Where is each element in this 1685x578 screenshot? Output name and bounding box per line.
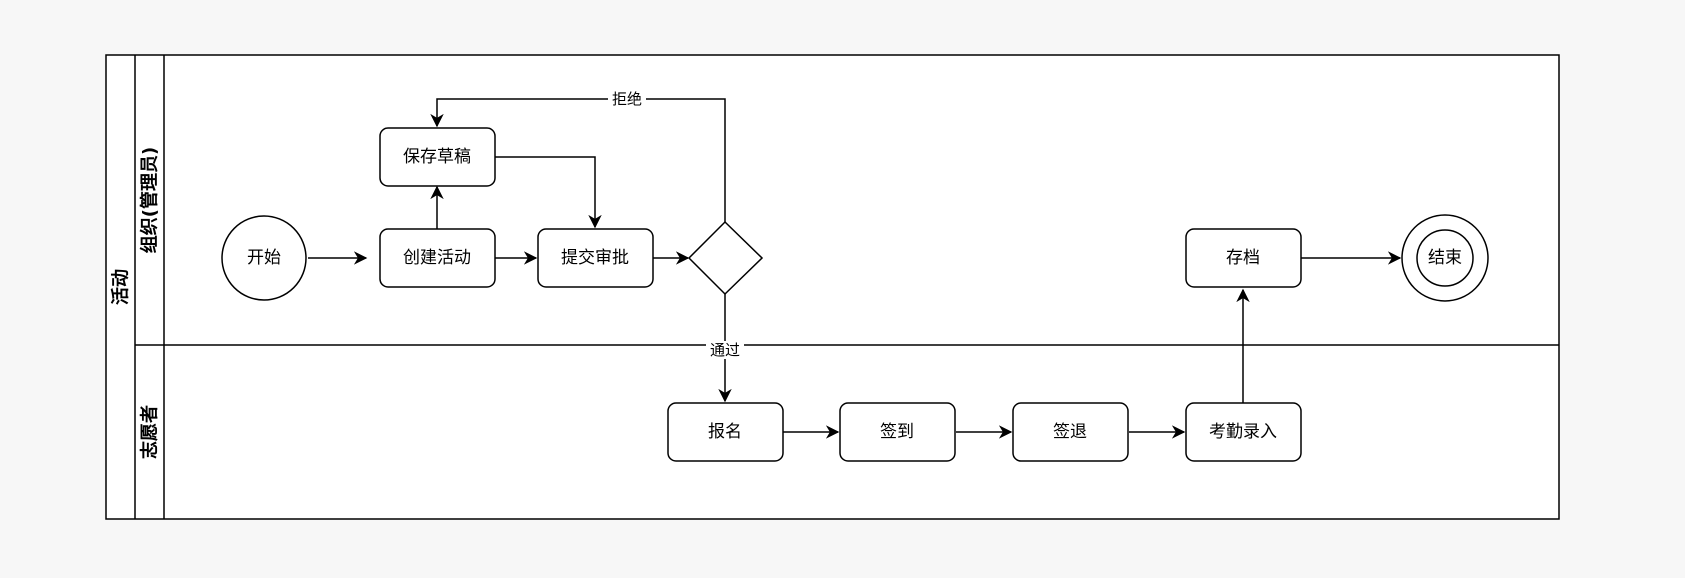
start-node-label: 开始 [247, 248, 281, 268]
archive-node [1185, 228, 1302, 288]
create-activity-node [379, 228, 496, 288]
submit-approval-label: 提交审批 [561, 248, 629, 268]
pool-frame [105, 54, 1560, 520]
lane-label-volunteer: 志愿者 [139, 405, 161, 459]
edge-label-approve: 通过 [710, 341, 740, 359]
lane-label-organizer: 组织(管理员) [139, 147, 161, 253]
checkout-label: 签退 [1053, 422, 1087, 442]
archive-label: 存档 [1226, 248, 1260, 268]
save-draft-label: 保存草稿 [403, 147, 471, 167]
start-node [221, 215, 307, 301]
checkin-node [839, 402, 956, 462]
create-activity-label: 创建活动 [403, 248, 471, 268]
register-label: 报名 [708, 422, 742, 442]
edge-reject [430, 98, 726, 222]
checkin-label: 签到 [880, 422, 914, 442]
edge-label-bg-reject [608, 90, 646, 108]
end-node-label: 结束 [1428, 248, 1462, 268]
register-node [667, 402, 784, 462]
edge-draft-to-submit [495, 156, 602, 229]
checkout-node [1012, 402, 1129, 462]
pool-label: 活动 [110, 269, 132, 305]
attendance-node [1185, 402, 1302, 462]
attendance-label: 考勤录入 [1209, 422, 1277, 442]
end-node-inner [1416, 229, 1474, 287]
edge-label-bg-approve [706, 341, 744, 359]
submit-approval-node [537, 228, 654, 288]
save-draft-node [379, 127, 496, 187]
edge-label-reject: 拒绝 [612, 90, 642, 108]
decision-node [687, 220, 764, 296]
